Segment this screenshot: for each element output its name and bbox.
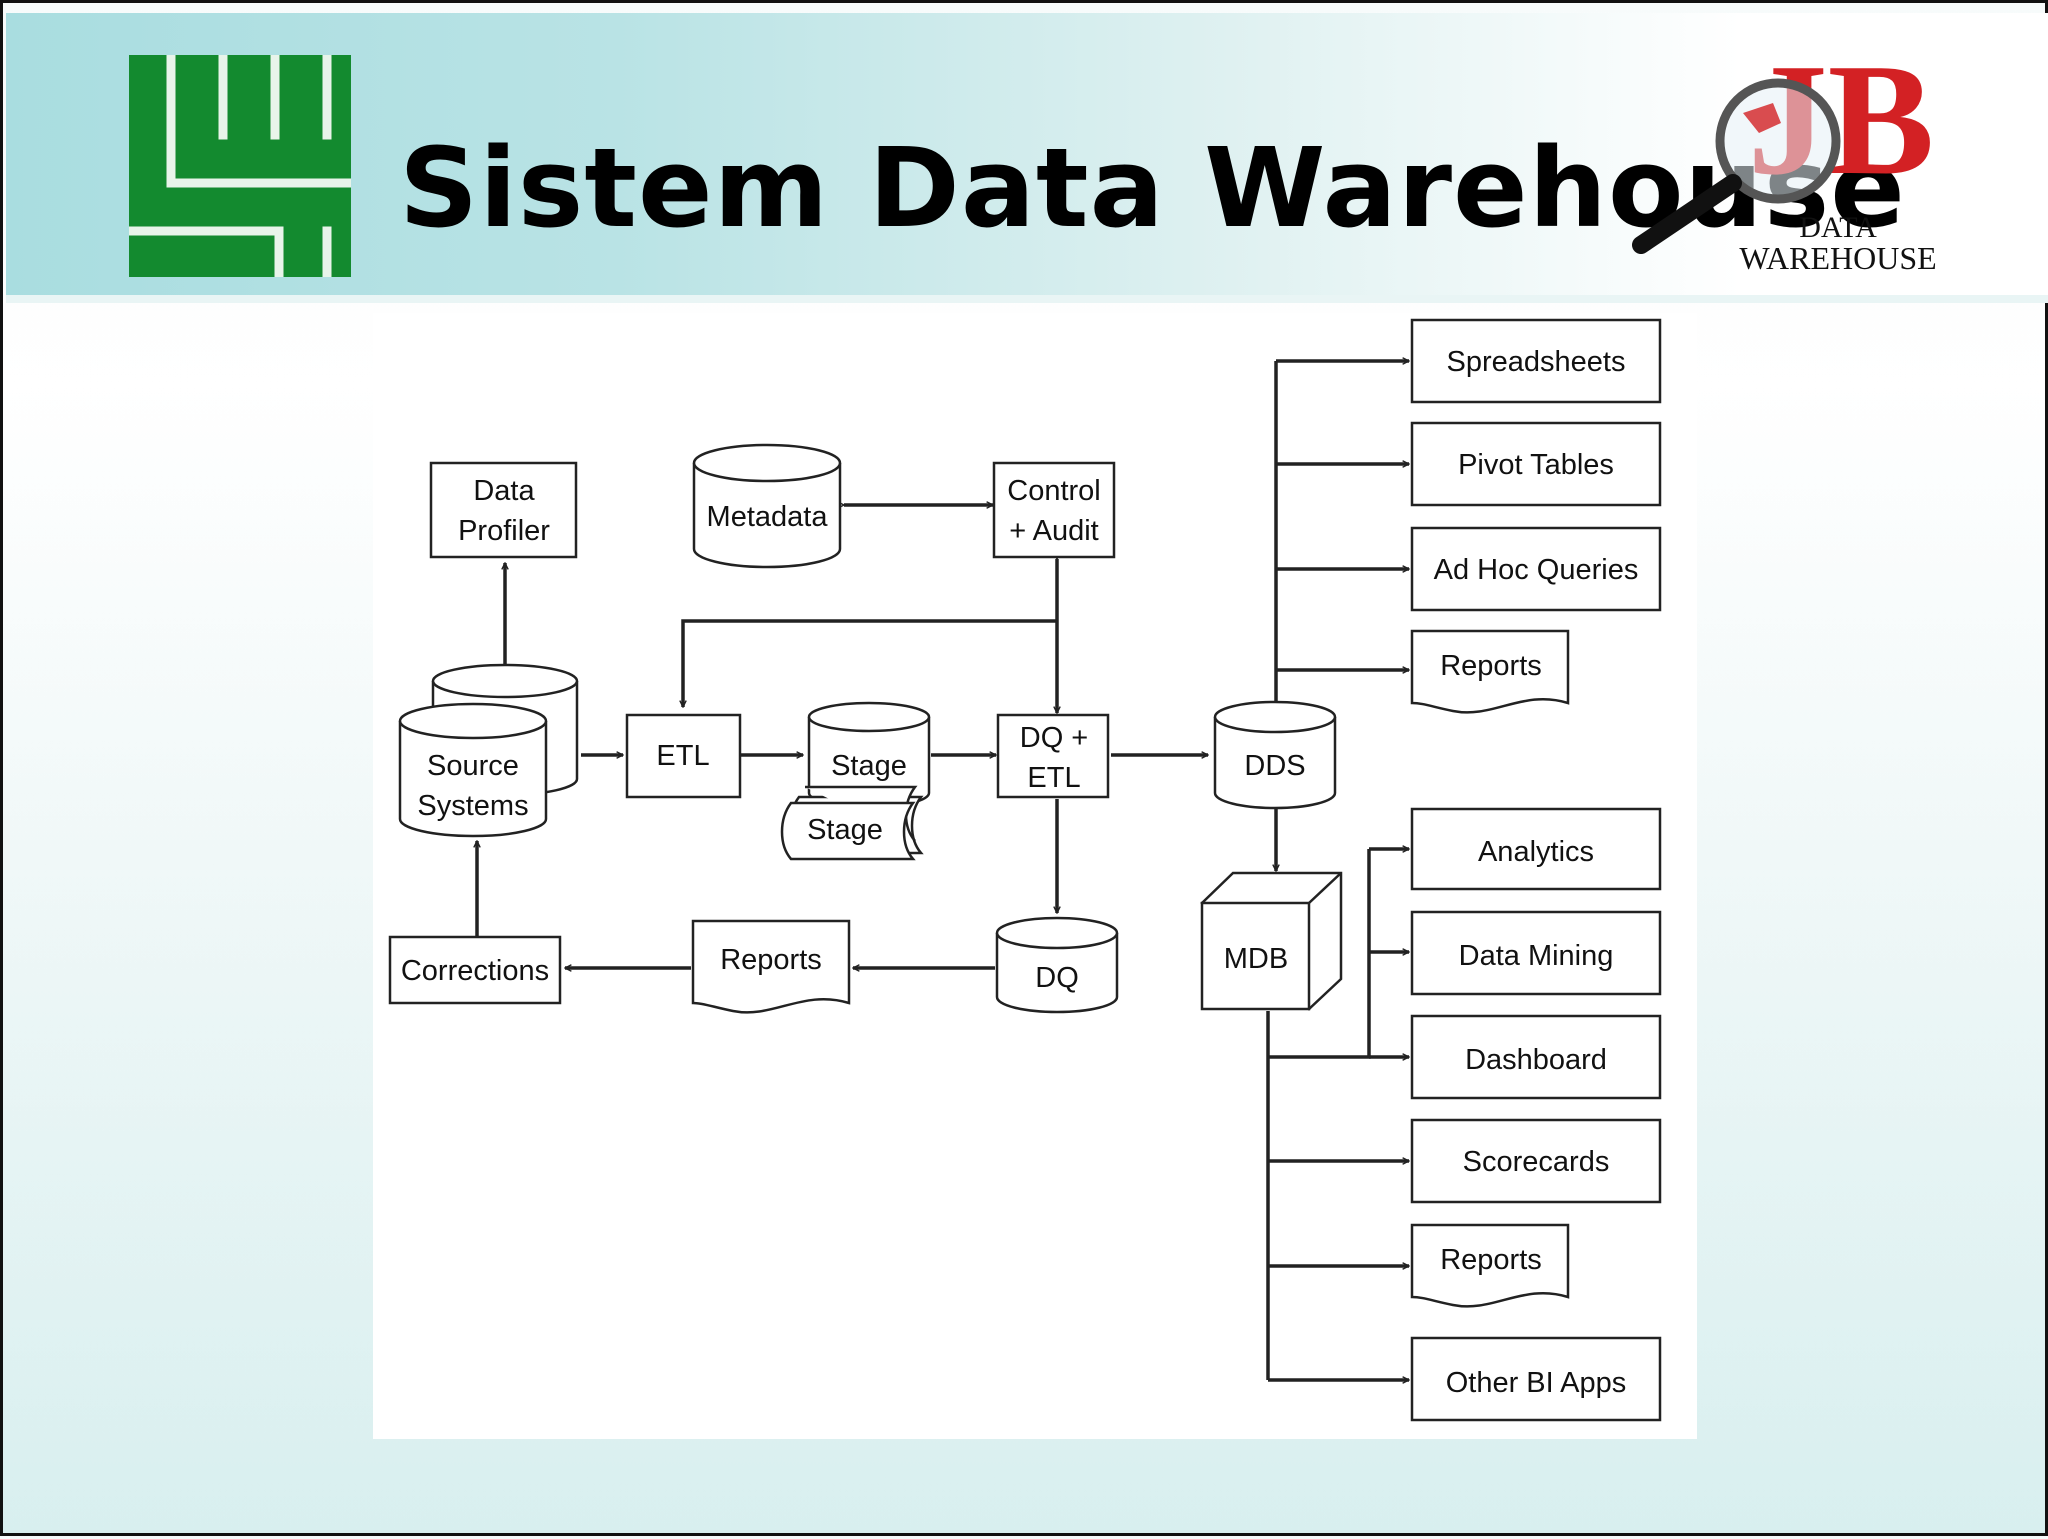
node-reports-mdb: Reports xyxy=(1410,1223,1570,1308)
control-audit-label-1: Control xyxy=(1007,475,1101,507)
reports-dds-label: Reports xyxy=(1440,650,1542,682)
mdb-label: MDB xyxy=(1224,943,1288,975)
pivot-tables-label: Pivot Tables xyxy=(1458,449,1614,481)
node-ad-hoc-queries: Ad Hoc Queries xyxy=(1410,526,1662,612)
node-data-mining: Data Mining xyxy=(1410,910,1662,996)
header-divider xyxy=(6,295,2048,303)
node-stage: Stage Stage xyxy=(780,701,931,861)
node-etl: ETL xyxy=(625,713,742,799)
other-bi-apps-label: Other BI Apps xyxy=(1446,1367,1627,1399)
node-reports-dds: Reports xyxy=(1410,629,1570,714)
control-audit-label-2: + Audit xyxy=(1009,515,1099,547)
dashboard-label: Dashboard xyxy=(1465,1044,1607,1076)
arrow-control-to-etl xyxy=(683,619,1057,707)
node-analytics: Analytics xyxy=(1410,807,1662,891)
dq-etl-label-1: DQ + xyxy=(1020,722,1089,754)
data-mining-label: Data Mining xyxy=(1459,940,1614,972)
node-other-bi-apps: Other BI Apps xyxy=(1410,1336,1662,1422)
dq-label: DQ xyxy=(1035,962,1079,994)
stage-label-2: Stage xyxy=(807,814,883,846)
stage-label-1: Stage xyxy=(831,750,907,782)
logo-text-data: DATA xyxy=(1799,211,1877,244)
node-dashboard: Dashboard xyxy=(1410,1014,1662,1100)
node-pivot-tables: Pivot Tables xyxy=(1410,421,1662,507)
node-dq-etl: DQ + ETL xyxy=(996,713,1110,799)
green-maze-logo-icon xyxy=(129,55,351,277)
reports-mdb-label: Reports xyxy=(1440,1244,1542,1276)
node-mdb: MDB xyxy=(1200,871,1343,1011)
node-source-systems: Source Systems xyxy=(398,663,579,838)
ad-hoc-queries-label: Ad Hoc Queries xyxy=(1434,554,1639,586)
reports-dq-label: Reports xyxy=(720,944,822,976)
data-profiler-label-1: Data xyxy=(473,475,535,507)
dq-etl-label-2: ETL xyxy=(1027,762,1080,794)
data-warehouse-logo: JB DATA WAREHOUSE xyxy=(1632,30,1937,276)
source-systems-label-1: Source xyxy=(427,750,519,782)
metadata-label: Metadata xyxy=(707,501,829,533)
node-scorecards: Scorecards xyxy=(1410,1118,1662,1204)
spreadsheets-label: Spreadsheets xyxy=(1447,346,1626,378)
logo-text-warehouse: WAREHOUSE xyxy=(1739,240,1936,276)
architecture-diagram: Data Profiler Metadata Control + Audit S… xyxy=(388,318,1662,1422)
data-profiler-label-2: Profiler xyxy=(458,515,550,547)
page-title: Sistem Data Warehouse xyxy=(399,124,1906,252)
etl-label: ETL xyxy=(656,740,709,772)
source-systems-label-2: Systems xyxy=(417,790,528,822)
analytics-label: Analytics xyxy=(1478,836,1594,868)
scorecards-label: Scorecards xyxy=(1463,1146,1610,1178)
dds-label: DDS xyxy=(1244,750,1305,782)
node-reports-dq: Reports xyxy=(691,919,851,1014)
node-spreadsheets: Spreadsheets xyxy=(1410,318,1662,404)
node-corrections: Corrections xyxy=(388,935,562,1005)
node-control-audit: Control + Audit xyxy=(992,461,1116,559)
magnifier-icon xyxy=(1632,78,1841,254)
connectors xyxy=(477,361,1409,1380)
node-dq: DQ xyxy=(995,916,1119,1014)
node-data-profiler: Data Profiler xyxy=(429,461,578,559)
corrections-label: Corrections xyxy=(401,955,549,987)
node-metadata: Metadata xyxy=(692,443,842,569)
node-dds: DDS xyxy=(1213,700,1337,810)
